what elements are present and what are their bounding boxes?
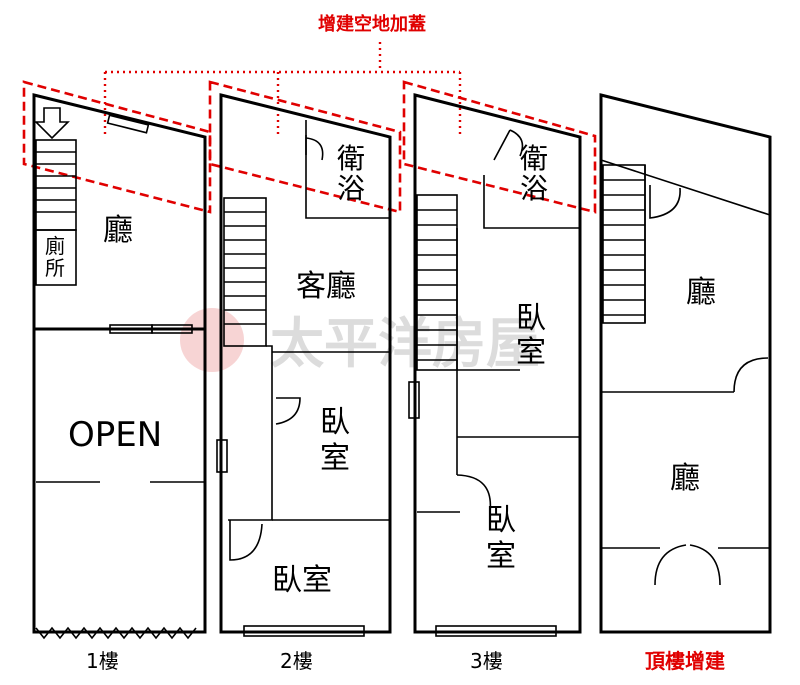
window-icon: [243, 625, 365, 637]
room-bed-1b: 室: [516, 335, 546, 370]
door-icon: [733, 357, 769, 393]
room-bed-1b: 室: [320, 441, 350, 476]
room-bed-1a: 臥: [516, 301, 546, 336]
room-bath-2: 浴: [520, 172, 548, 205]
window-icon: [408, 381, 420, 419]
window-icon: [435, 625, 557, 637]
room-toilet-2: 所: [45, 256, 65, 280]
floor-rooftop-plan: 廳 廳 頂樓增建: [599, 93, 772, 673]
floor-label-rooftop: 頂樓增建: [645, 649, 725, 673]
floor-label-1: 1樓: [86, 649, 119, 673]
room-bath-1: 衛: [520, 142, 548, 175]
watermark: 太平洋房屋: [180, 308, 540, 375]
down-arrow-icon: [34, 107, 70, 140]
floor-2-plan: 衛 浴 客廳 臥 室 臥室 2樓: [216, 93, 392, 673]
door-icon: [493, 129, 524, 161]
floor-1-plan: 廳 廁 所 OPEN 1樓: [32, 93, 207, 673]
stairs: [35, 139, 77, 231]
room-living: 客廳: [296, 269, 356, 304]
room-bath-2: 浴: [337, 172, 365, 205]
room-hall-2: 廳: [670, 461, 700, 496]
door-icon: [229, 520, 263, 561]
floor-label-2: 2樓: [280, 649, 313, 673]
room-bed-1a: 臥: [320, 405, 350, 440]
stairs: [223, 197, 267, 347]
stairs: [602, 164, 646, 324]
room-bed-2b: 室: [486, 539, 516, 574]
room-hall-1: 廳: [686, 275, 716, 310]
window-icon: [216, 439, 228, 473]
door-icon: [275, 397, 301, 425]
watermark-text: 太平洋房屋: [270, 311, 540, 375]
annotation-label: 增建空地加蓋: [318, 13, 426, 35]
room-bath-1: 衛: [337, 142, 365, 175]
floor-3-plan: 衛 浴 臥 室 臥 室 3樓: [408, 93, 582, 673]
extension-annotation: 增建空地加蓋: [22, 13, 597, 214]
door-icon: [649, 185, 681, 219]
room-bed-2a: 臥: [486, 503, 516, 538]
door-icon: [456, 474, 492, 513]
room-toilet-1: 廁: [45, 234, 65, 258]
floor-label-3: 3樓: [470, 649, 503, 673]
extension-outline-1: [22, 80, 212, 214]
extension-outline-3: [402, 80, 597, 214]
extension-outline-2: [208, 80, 402, 214]
room-bed-2: 臥室: [272, 563, 332, 598]
window-icon: [151, 324, 193, 334]
double-door-icon: [654, 544, 721, 586]
room-open: OPEN: [68, 415, 162, 455]
rolling-shutter-icon: [35, 626, 197, 640]
watermark-logo-icon: [180, 308, 244, 372]
window-icon: [106, 114, 150, 134]
room-hall: 廳: [103, 213, 133, 248]
